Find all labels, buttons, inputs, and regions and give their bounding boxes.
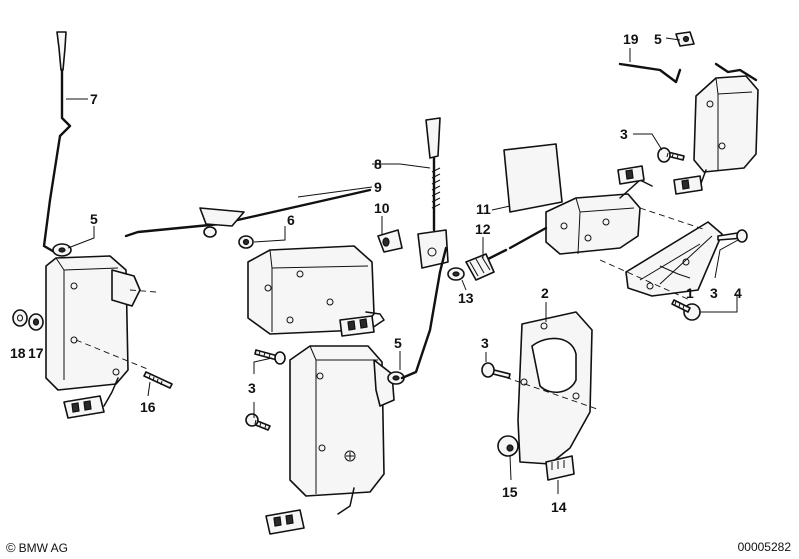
- callout-11: 11: [476, 201, 491, 217]
- callout-10: 10: [374, 200, 390, 216]
- callout-7: 7: [90, 91, 98, 107]
- actuator-center-lower: [265, 345, 395, 535]
- callout-labels-extra: 3 3: [710, 285, 718, 301]
- callout-6: 6: [287, 212, 295, 228]
- lock-rod-left: [42, 31, 72, 256]
- callout-18: 18: [10, 345, 26, 361]
- copyright-owner: BMW AG: [18, 541, 68, 555]
- clip-13: [447, 267, 465, 281]
- screw-3-plate: [481, 362, 511, 379]
- callout-13: 13: [458, 290, 474, 306]
- washer-18: [12, 309, 28, 327]
- copyright-notice: ©BMW AG: [6, 540, 68, 555]
- bracket-1: [599, 207, 723, 301]
- callout-5-left: 5: [90, 211, 98, 227]
- cap-15: [497, 435, 519, 457]
- foam-pad-11: [503, 143, 563, 213]
- screw-3-right-upper: [657, 147, 685, 163]
- bolt-4: [671, 299, 701, 321]
- callout-9: 9: [374, 179, 382, 195]
- callout-3-center-upper: 3: [248, 380, 256, 396]
- clip-6: [203, 226, 254, 249]
- callout-12: 12: [475, 221, 491, 237]
- callout-5-top: 5: [654, 31, 662, 47]
- cable-adjuster-12: [465, 248, 508, 281]
- callout-8: 8: [374, 156, 382, 172]
- stud-bolt-16: [143, 371, 173, 389]
- leader-lines: [66, 37, 739, 494]
- screw-3-center-upper: [254, 349, 286, 365]
- callout-19: 19: [623, 31, 639, 47]
- actuator-left: [45, 255, 157, 419]
- grommet-5-center: [387, 371, 405, 385]
- connector-14: [545, 455, 575, 481]
- rod-19: [618, 62, 682, 84]
- bracket-rod-connector: [400, 229, 449, 380]
- guide-10: [377, 229, 403, 253]
- actuator-top-right: [617, 62, 759, 195]
- document-number: 00005282: [737, 540, 791, 554]
- actuator-center-upper: [247, 245, 385, 337]
- callout-15: 15: [502, 484, 518, 500]
- screw-3-right-lower: [717, 229, 748, 243]
- nut-17: [28, 313, 44, 331]
- callout-2: 2: [541, 285, 549, 301]
- callout-14: 14: [551, 499, 567, 515]
- mounting-plate-2: [495, 311, 601, 465]
- callout-labels: 7 5 18 17 16 9 8 6 10 3 3 5 11 12 13 2 3…: [10, 31, 742, 515]
- clip-5-top: [675, 31, 695, 47]
- callout-3-right-upper: 3: [620, 126, 628, 142]
- callout-17: 17: [28, 345, 44, 361]
- screw-3-center-lower: [245, 413, 271, 431]
- callout-5-center: 5: [394, 335, 402, 351]
- rod-9: [124, 188, 372, 238]
- callout-4: 4: [734, 285, 742, 301]
- callout-16: 16: [140, 399, 156, 415]
- lock-knob-8: [425, 117, 441, 232]
- grommet-5-left: [52, 243, 72, 257]
- callout-3-right-lower: 3: [710, 285, 718, 301]
- callout-1: 1: [686, 285, 694, 301]
- callout-3-plate: 3: [481, 335, 489, 351]
- copyright-symbol: ©: [6, 540, 16, 555]
